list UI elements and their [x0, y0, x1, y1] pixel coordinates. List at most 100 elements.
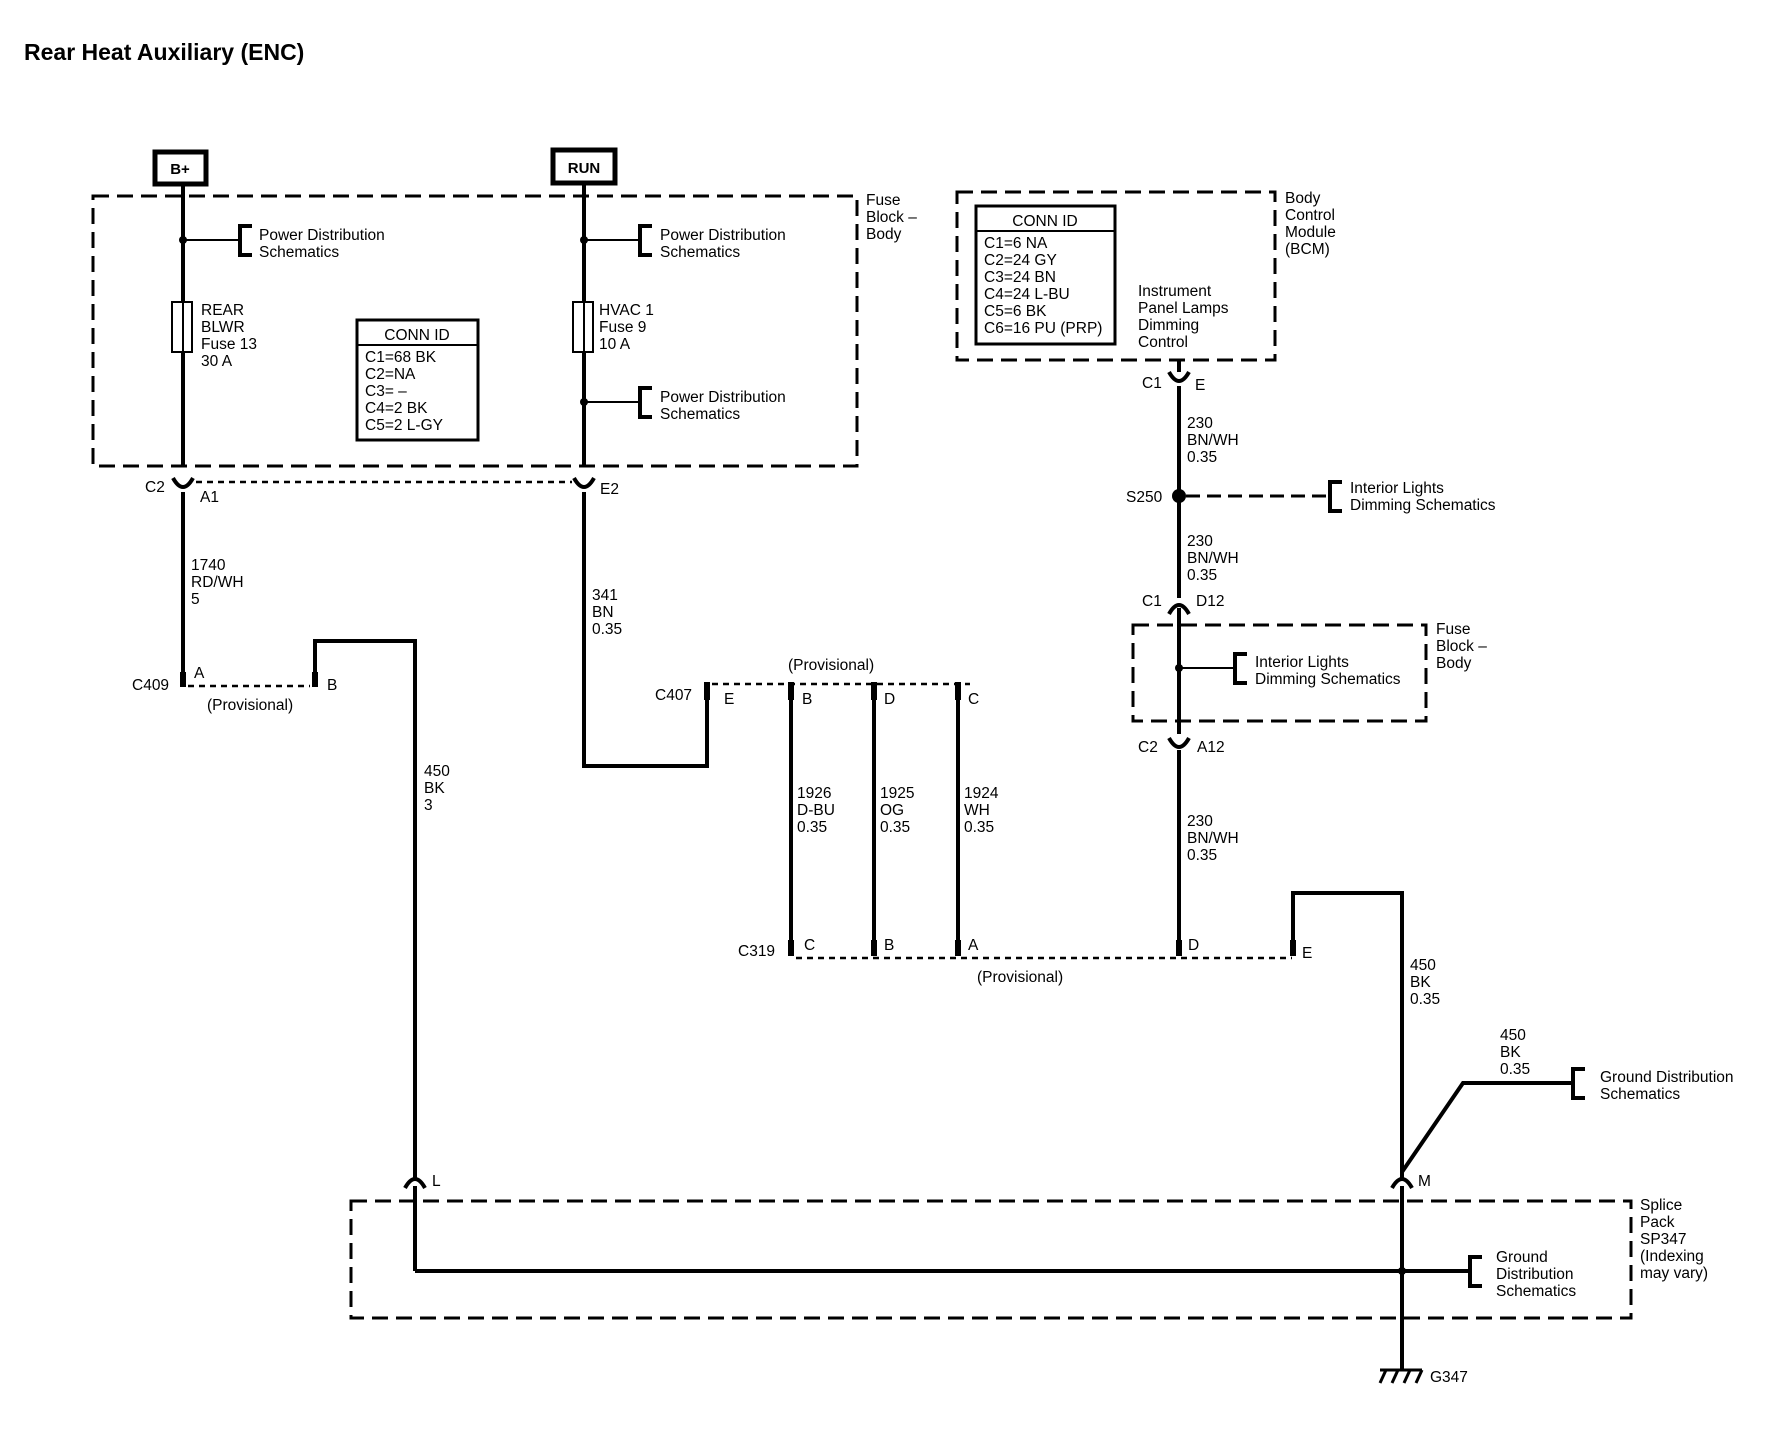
svg-text:3: 3 [424, 797, 433, 814]
connector-c1-e [1167, 370, 1191, 383]
svg-text:BK: BK [1410, 974, 1431, 991]
svg-text:(Provisional): (Provisional) [207, 697, 293, 714]
svg-text:Dimming Schematics: Dimming Schematics [1350, 497, 1496, 514]
svg-text:C6=16 PU (PRP): C6=16 PU (PRP) [984, 320, 1102, 337]
wire-230-label-c: 230 BN/WH 0.35 [1187, 813, 1239, 864]
svg-text:B: B [802, 691, 812, 708]
wire-230-label-a: 230 BN/WH 0.35 [1187, 415, 1239, 466]
ground-g347-label: G347 [1430, 1369, 1468, 1386]
svg-text:Fuse: Fuse [866, 192, 900, 209]
svg-text:450: 450 [1500, 1027, 1526, 1044]
svg-text:RD/WH: RD/WH [191, 574, 244, 591]
interior-lights-ref-1: Interior Lights Dimming Schematics [1350, 480, 1496, 514]
svg-text:D: D [884, 691, 895, 708]
connector-c2-a1 [171, 476, 195, 489]
pd-ref-bracket-1 [238, 224, 252, 257]
svg-text:230: 230 [1187, 533, 1213, 550]
svg-text:REAR: REAR [201, 302, 244, 319]
svg-text:0.35: 0.35 [1187, 567, 1217, 584]
svg-text:450: 450 [1410, 957, 1436, 974]
svg-text:0.35: 0.35 [1410, 991, 1440, 1008]
svg-text:C2: C2 [145, 479, 165, 496]
svg-text:CONN ID: CONN ID [384, 327, 449, 344]
svg-text:B: B [884, 937, 894, 954]
svg-text:1740: 1740 [191, 557, 226, 574]
connector-m [1390, 1177, 1414, 1190]
svg-text:0.35: 0.35 [1500, 1061, 1530, 1078]
fuse-13-label: REAR BLWR Fuse 13 30 A [201, 302, 257, 370]
svg-text:C319: C319 [738, 943, 775, 960]
fuse-9-label: HVAC 1 Fuse 9 10 A [599, 302, 654, 353]
svg-text:0.35: 0.35 [592, 621, 622, 638]
svg-text:Body: Body [1285, 190, 1321, 207]
svg-text:C5=6 BK: C5=6 BK [984, 303, 1047, 320]
wire-1740-label: 1740 RD/WH 5 [191, 557, 244, 608]
svg-text:Fuse: Fuse [1436, 621, 1470, 638]
svg-text:0.35: 0.35 [1187, 847, 1217, 864]
svg-text:A: A [194, 665, 205, 682]
svg-text:0.35: 0.35 [964, 819, 994, 836]
svg-text:Power Distribution: Power Distribution [660, 227, 786, 244]
svg-text:E: E [1195, 377, 1205, 394]
svg-text:Fuse 9: Fuse 9 [599, 319, 646, 336]
svg-text:Interior Lights: Interior Lights [1255, 654, 1349, 671]
wire-230-label-b: 230 BN/WH 0.35 [1187, 533, 1239, 584]
svg-text:Panel Lamps: Panel Lamps [1138, 300, 1229, 317]
interior-ref-bracket-1 [1328, 480, 1342, 513]
splice-pack-label: Splice Pack SP347 (Indexing may vary) [1640, 1197, 1708, 1282]
svg-text:C5=2 L-GY: C5=2 L-GY [365, 417, 443, 434]
svg-text:Control: Control [1285, 207, 1335, 224]
svg-text:Fuse 13: Fuse 13 [201, 336, 257, 353]
battery-plus-terminal: B+ [152, 149, 209, 187]
svg-text:SP347: SP347 [1640, 1231, 1687, 1248]
svg-text:BLWR: BLWR [201, 319, 245, 336]
svg-text:E: E [1302, 945, 1312, 962]
ground-distribution-ref-2: Ground Distribution Schematics [1496, 1249, 1576, 1300]
svg-text:C3=24 BN: C3=24 BN [984, 269, 1056, 286]
svg-text:BK: BK [1500, 1044, 1521, 1061]
run-terminal: RUN [550, 147, 618, 186]
svg-text:0.35: 0.35 [797, 819, 827, 836]
svg-text:may vary): may vary) [1640, 1265, 1708, 1282]
bcm-label: Body Control Module (BCM) [1285, 190, 1336, 258]
svg-text:C4=2 BK: C4=2 BK [365, 400, 428, 417]
svg-text:BN/WH: BN/WH [1187, 830, 1239, 847]
svg-text:Schematics: Schematics [1496, 1283, 1576, 1300]
svg-text:(Provisional): (Provisional) [788, 657, 874, 674]
svg-text:Schematics: Schematics [259, 244, 339, 261]
svg-text:WH: WH [964, 802, 990, 819]
svg-text:Power Distribution: Power Distribution [259, 227, 385, 244]
svg-text:C1: C1 [1142, 375, 1162, 392]
bcm-conn-id-table: CONN ID C1=6 NA C2=24 GY C3=24 BN C4=24 … [974, 204, 1117, 346]
svg-text:C2=NA: C2=NA [365, 366, 416, 383]
bcm-function-label: Instrument Panel Lamps Dimming Control [1138, 283, 1229, 351]
svg-text:Pack: Pack [1640, 1214, 1675, 1231]
wire-450-label-c: 450 BK 0.35 [1500, 1027, 1530, 1078]
svg-text:RUN: RUN [568, 160, 601, 177]
svg-text:E: E [724, 691, 734, 708]
connector-c2-e2 [572, 476, 596, 489]
svg-text:M: M [1418, 1173, 1431, 1190]
svg-text:Ground: Ground [1496, 1249, 1548, 1266]
wire-450-label-a: 450 BK 3 [424, 763, 450, 814]
svg-text:341: 341 [592, 587, 618, 604]
svg-text:C2=24 GY: C2=24 GY [984, 252, 1057, 269]
svg-text:230: 230 [1187, 415, 1213, 432]
interior-lights-ref-2: Interior Lights Dimming Schematics [1255, 654, 1401, 688]
fuse-block-body-outline [91, 194, 859, 468]
svg-text:Body: Body [866, 226, 902, 243]
svg-text:BK: BK [424, 780, 445, 797]
wire-1925-label: 1925 OG 0.35 [880, 785, 914, 836]
svg-text:Schematics: Schematics [1600, 1086, 1680, 1103]
svg-text:D12: D12 [1196, 593, 1224, 610]
svg-text:Ground Distribution: Ground Distribution [1600, 1069, 1734, 1086]
svg-text:(Provisional): (Provisional) [977, 969, 1063, 986]
splice-s250 [1172, 489, 1186, 503]
svg-text:OG: OG [880, 802, 904, 819]
svg-text:(BCM): (BCM) [1285, 241, 1330, 258]
svg-text:1926: 1926 [797, 785, 831, 802]
fuse-block-body-2-outline [1131, 623, 1428, 723]
svg-text:Power Distribution: Power Distribution [660, 389, 786, 406]
pd-ref-2: Power Distribution Schematics [660, 227, 786, 261]
pd-ref-3: Power Distribution Schematics [660, 389, 786, 423]
